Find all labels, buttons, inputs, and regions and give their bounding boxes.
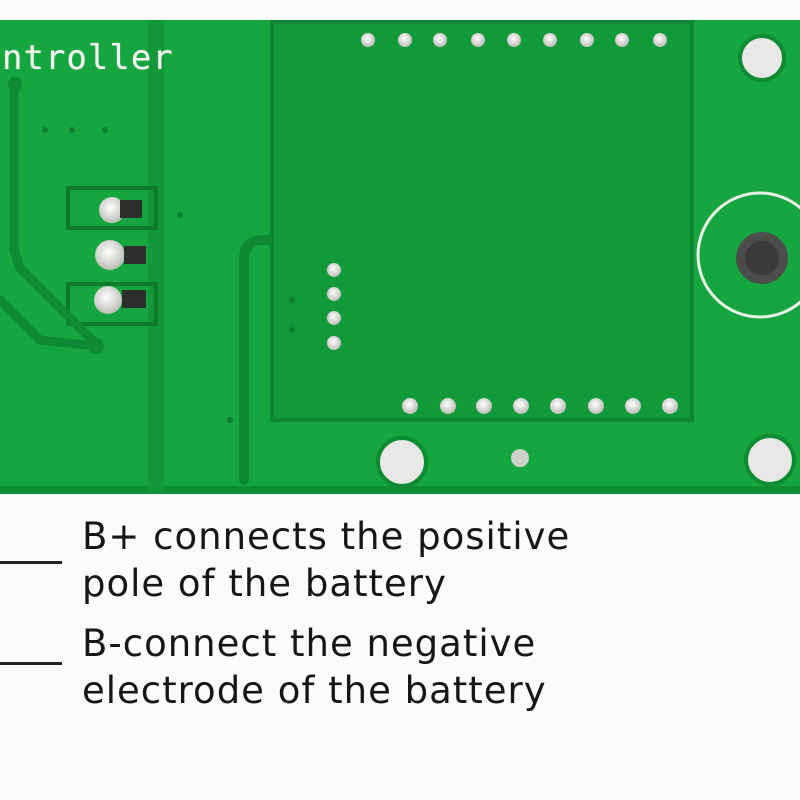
module-area — [270, 20, 694, 422]
terminal-box-top — [66, 186, 158, 230]
terminal-solder-top — [120, 200, 142, 218]
mount-hole-bottom-center — [376, 436, 428, 488]
header-pins-bottom — [402, 398, 678, 414]
leader-line-b-minus — [0, 662, 62, 665]
trace-left — [9, 77, 101, 349]
header-pins-top — [361, 33, 667, 47]
via-bottom — [511, 449, 529, 467]
trace-via-1 — [8, 77, 22, 91]
terminal-solder-bottom — [122, 290, 146, 308]
caption-b-plus-line-1: B+ connects the positive — [82, 515, 571, 558]
trace-left-2 — [0, 295, 101, 351]
leader-line-b-plus — [0, 561, 62, 564]
trace-middle — [239, 235, 273, 485]
mount-hole-bottom-right — [744, 434, 796, 486]
silkscreen-label: ntroller — [2, 38, 174, 78]
terminal-pad-top — [99, 197, 125, 223]
caption-b-plus-line-2: pole of the battery — [82, 562, 447, 605]
terminal-pad-middle — [95, 240, 125, 270]
caption-b-minus-line-2: electrode of the battery — [82, 669, 547, 712]
left-divider-strip — [148, 20, 164, 492]
caption-b-minus-line-1: B-connect the negative — [82, 622, 537, 665]
pcb-edge — [0, 486, 800, 494]
header-pins-vertical — [327, 263, 341, 350]
terminal-solder-middle — [124, 246, 146, 264]
ring-pad-center — [745, 241, 779, 275]
trace-via-2 — [88, 338, 104, 354]
small-vias — [42, 127, 295, 423]
caption-b-plus: B+ connects the positive pole of the bat… — [82, 513, 570, 607]
terminal-box-bottom — [66, 282, 158, 326]
mount-hole-top-right — [738, 34, 786, 82]
terminal-pad-bottom — [94, 286, 122, 314]
caption-b-minus: B-connect the negative electrode of the … — [82, 620, 547, 714]
ring-outline — [696, 191, 800, 319]
